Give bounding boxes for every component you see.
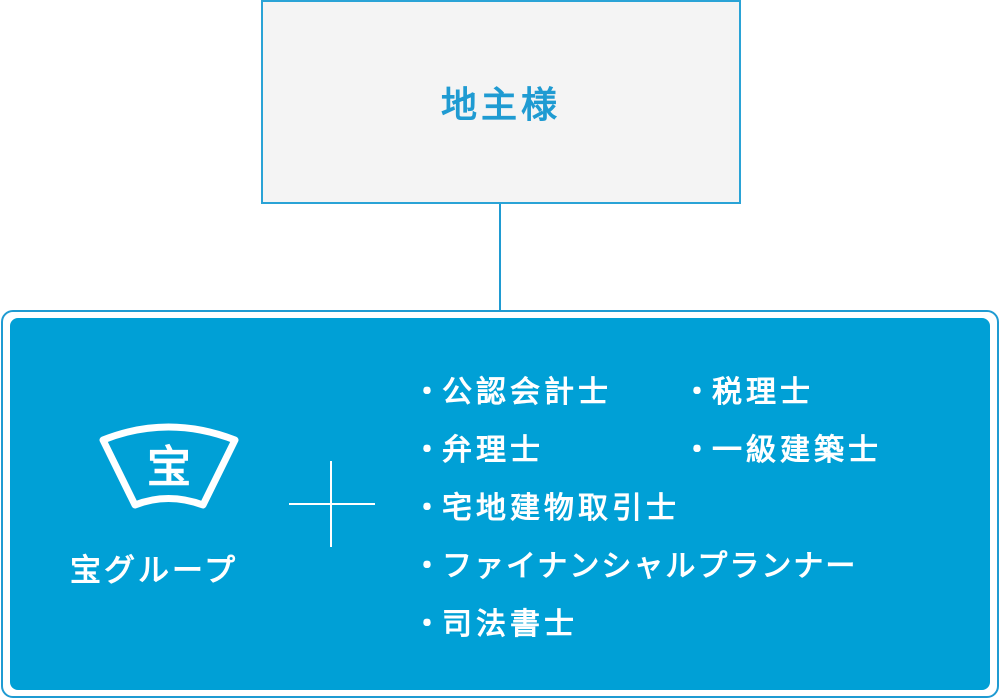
plus-icon-horizontal bbox=[289, 503, 375, 505]
list-item: ・公認会計士 bbox=[412, 375, 612, 410]
group-box bbox=[10, 318, 990, 690]
landowner-label: 地主様 bbox=[440, 85, 561, 126]
list-item: ・一級建築士 bbox=[682, 433, 882, 468]
list-item: ・宅地建物取引士 bbox=[412, 491, 680, 526]
logo-char: 宝 bbox=[147, 442, 191, 493]
takara-logo-icon: 宝 bbox=[99, 423, 239, 509]
group-label: 宝グループ bbox=[70, 553, 239, 589]
list-item: ・税理士 bbox=[682, 375, 814, 410]
list-item: ・弁理士 bbox=[412, 433, 544, 468]
list-item: ・ファイナンシャルプランナー bbox=[412, 549, 858, 584]
landowner-box: 地主様 bbox=[261, 0, 741, 204]
connector-line bbox=[499, 204, 501, 310]
list-item: ・司法書士 bbox=[412, 607, 578, 642]
